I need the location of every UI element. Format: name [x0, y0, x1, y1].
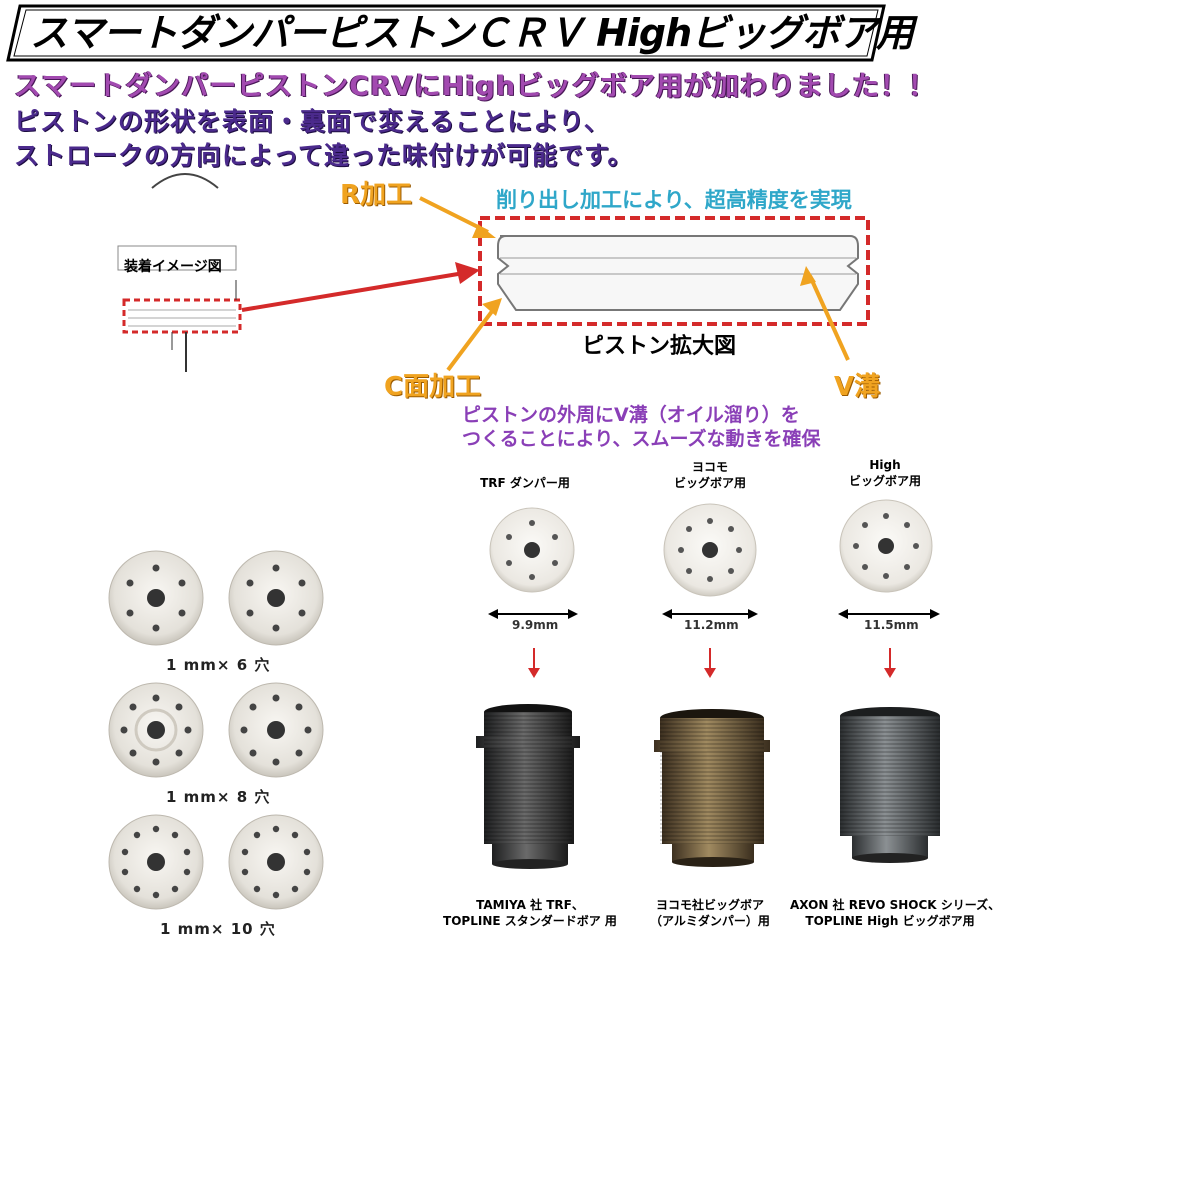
intro-headline: スマートダンパーピストンCRVにHighビッグボア用が加わりました！！ [14, 71, 937, 102]
intro-line-3: ストロークの方向によって違った味付けが可能です。 [14, 141, 634, 170]
compat-header-yokomo-1: ヨコモ [691, 460, 728, 474]
piston-disc-10-hole-b [228, 814, 324, 910]
hole-variant-label-8: 1 mm× 8 穴 [166, 788, 271, 806]
damper-body-high [840, 707, 940, 863]
body-caption-trf-2: TOPLINE スタンダードボア 用 [443, 914, 617, 928]
size-label-yokomo: 11.2mm [684, 618, 739, 632]
c-process-label: C面加工 [384, 372, 482, 402]
title-banner [6, 4, 886, 62]
damper-body-trf [476, 704, 580, 869]
size-arrow-trf [488, 609, 578, 619]
compat-header-high-2: ビッグボア用 [848, 474, 921, 488]
hole-variant-discs [108, 550, 324, 910]
down-arrow-yokomo [704, 648, 716, 678]
groove-note-1: ピストンの外周にV溝（オイル溜り）を [462, 404, 800, 426]
piston-disc-high [839, 499, 933, 593]
mount-image-label: 装着イメージ図 [124, 259, 222, 275]
piston-disc-8-hole-b [228, 682, 324, 778]
size-arrow-high [838, 609, 940, 619]
piston-disc-yokomo [663, 503, 757, 597]
groove-note-2: つくることにより、スムーズな動きを確保 [462, 428, 821, 450]
piston-disc-trf [489, 507, 575, 593]
enlarged-frame [478, 216, 870, 326]
size-label-trf: 9.9mm [512, 618, 559, 632]
pointer-arrow [241, 270, 471, 312]
piston-diagram [117, 173, 870, 372]
intro-line-2: ピストンの形状を表面・裏面で変えることにより、 [14, 107, 610, 136]
piston-disc-10-hole-a [108, 814, 204, 910]
r-process-label: R加工 [340, 180, 413, 210]
body-caption-yokomo-1: ヨコモ社ビッグボア [655, 898, 764, 912]
body-caption-high-1: AXON 社 REVO SHOCK シリーズ、 [790, 898, 1001, 912]
decorative-arc [151, 173, 219, 189]
mount-image-frame [117, 245, 237, 271]
piston-disc-6-hole-a [108, 550, 204, 646]
page-title: スマートダンパーピストンＣＲＶ Highビッグボア用 [30, 11, 914, 55]
v-arrow [808, 275, 850, 361]
compat-header-high-1: High [869, 458, 901, 472]
mount-highlight-box [122, 298, 242, 334]
piston-disc-6-hole-b [228, 550, 324, 646]
down-arrow-trf [528, 648, 540, 678]
c-arrow [446, 304, 498, 372]
compat-header-yokomo-2: ビッグボア用 [673, 476, 746, 490]
hole-variant-label-6: 1 mm× 6 穴 [166, 656, 271, 674]
compat-header-trf: TRF ダンパー用 [480, 476, 570, 490]
down-arrow-high [884, 648, 896, 678]
body-caption-trf-1: TAMIYA 社 TRF、 [476, 898, 584, 912]
damper-body-yokomo [654, 709, 770, 867]
hole-variant-label-10: 1 mm× 10 穴 [160, 920, 276, 938]
r-arrow [419, 196, 489, 234]
body-caption-high-2: TOPLINE High ビッグボア用 [805, 914, 975, 928]
piston-disc-8-hole-a [108, 682, 204, 778]
enlarged-label: ピストン拡大図 [582, 334, 737, 359]
piston-profile [497, 235, 859, 311]
compatibility-graphics [476, 499, 940, 869]
body-caption-yokomo-2: （アルミダンパー）用 [650, 914, 770, 928]
precision-note: 削り出し加工により、超高精度を実現 [496, 188, 852, 212]
size-arrow-yokomo [662, 609, 758, 619]
size-label-high: 11.5mm [864, 618, 919, 632]
v-groove-label: V溝 [834, 372, 881, 402]
